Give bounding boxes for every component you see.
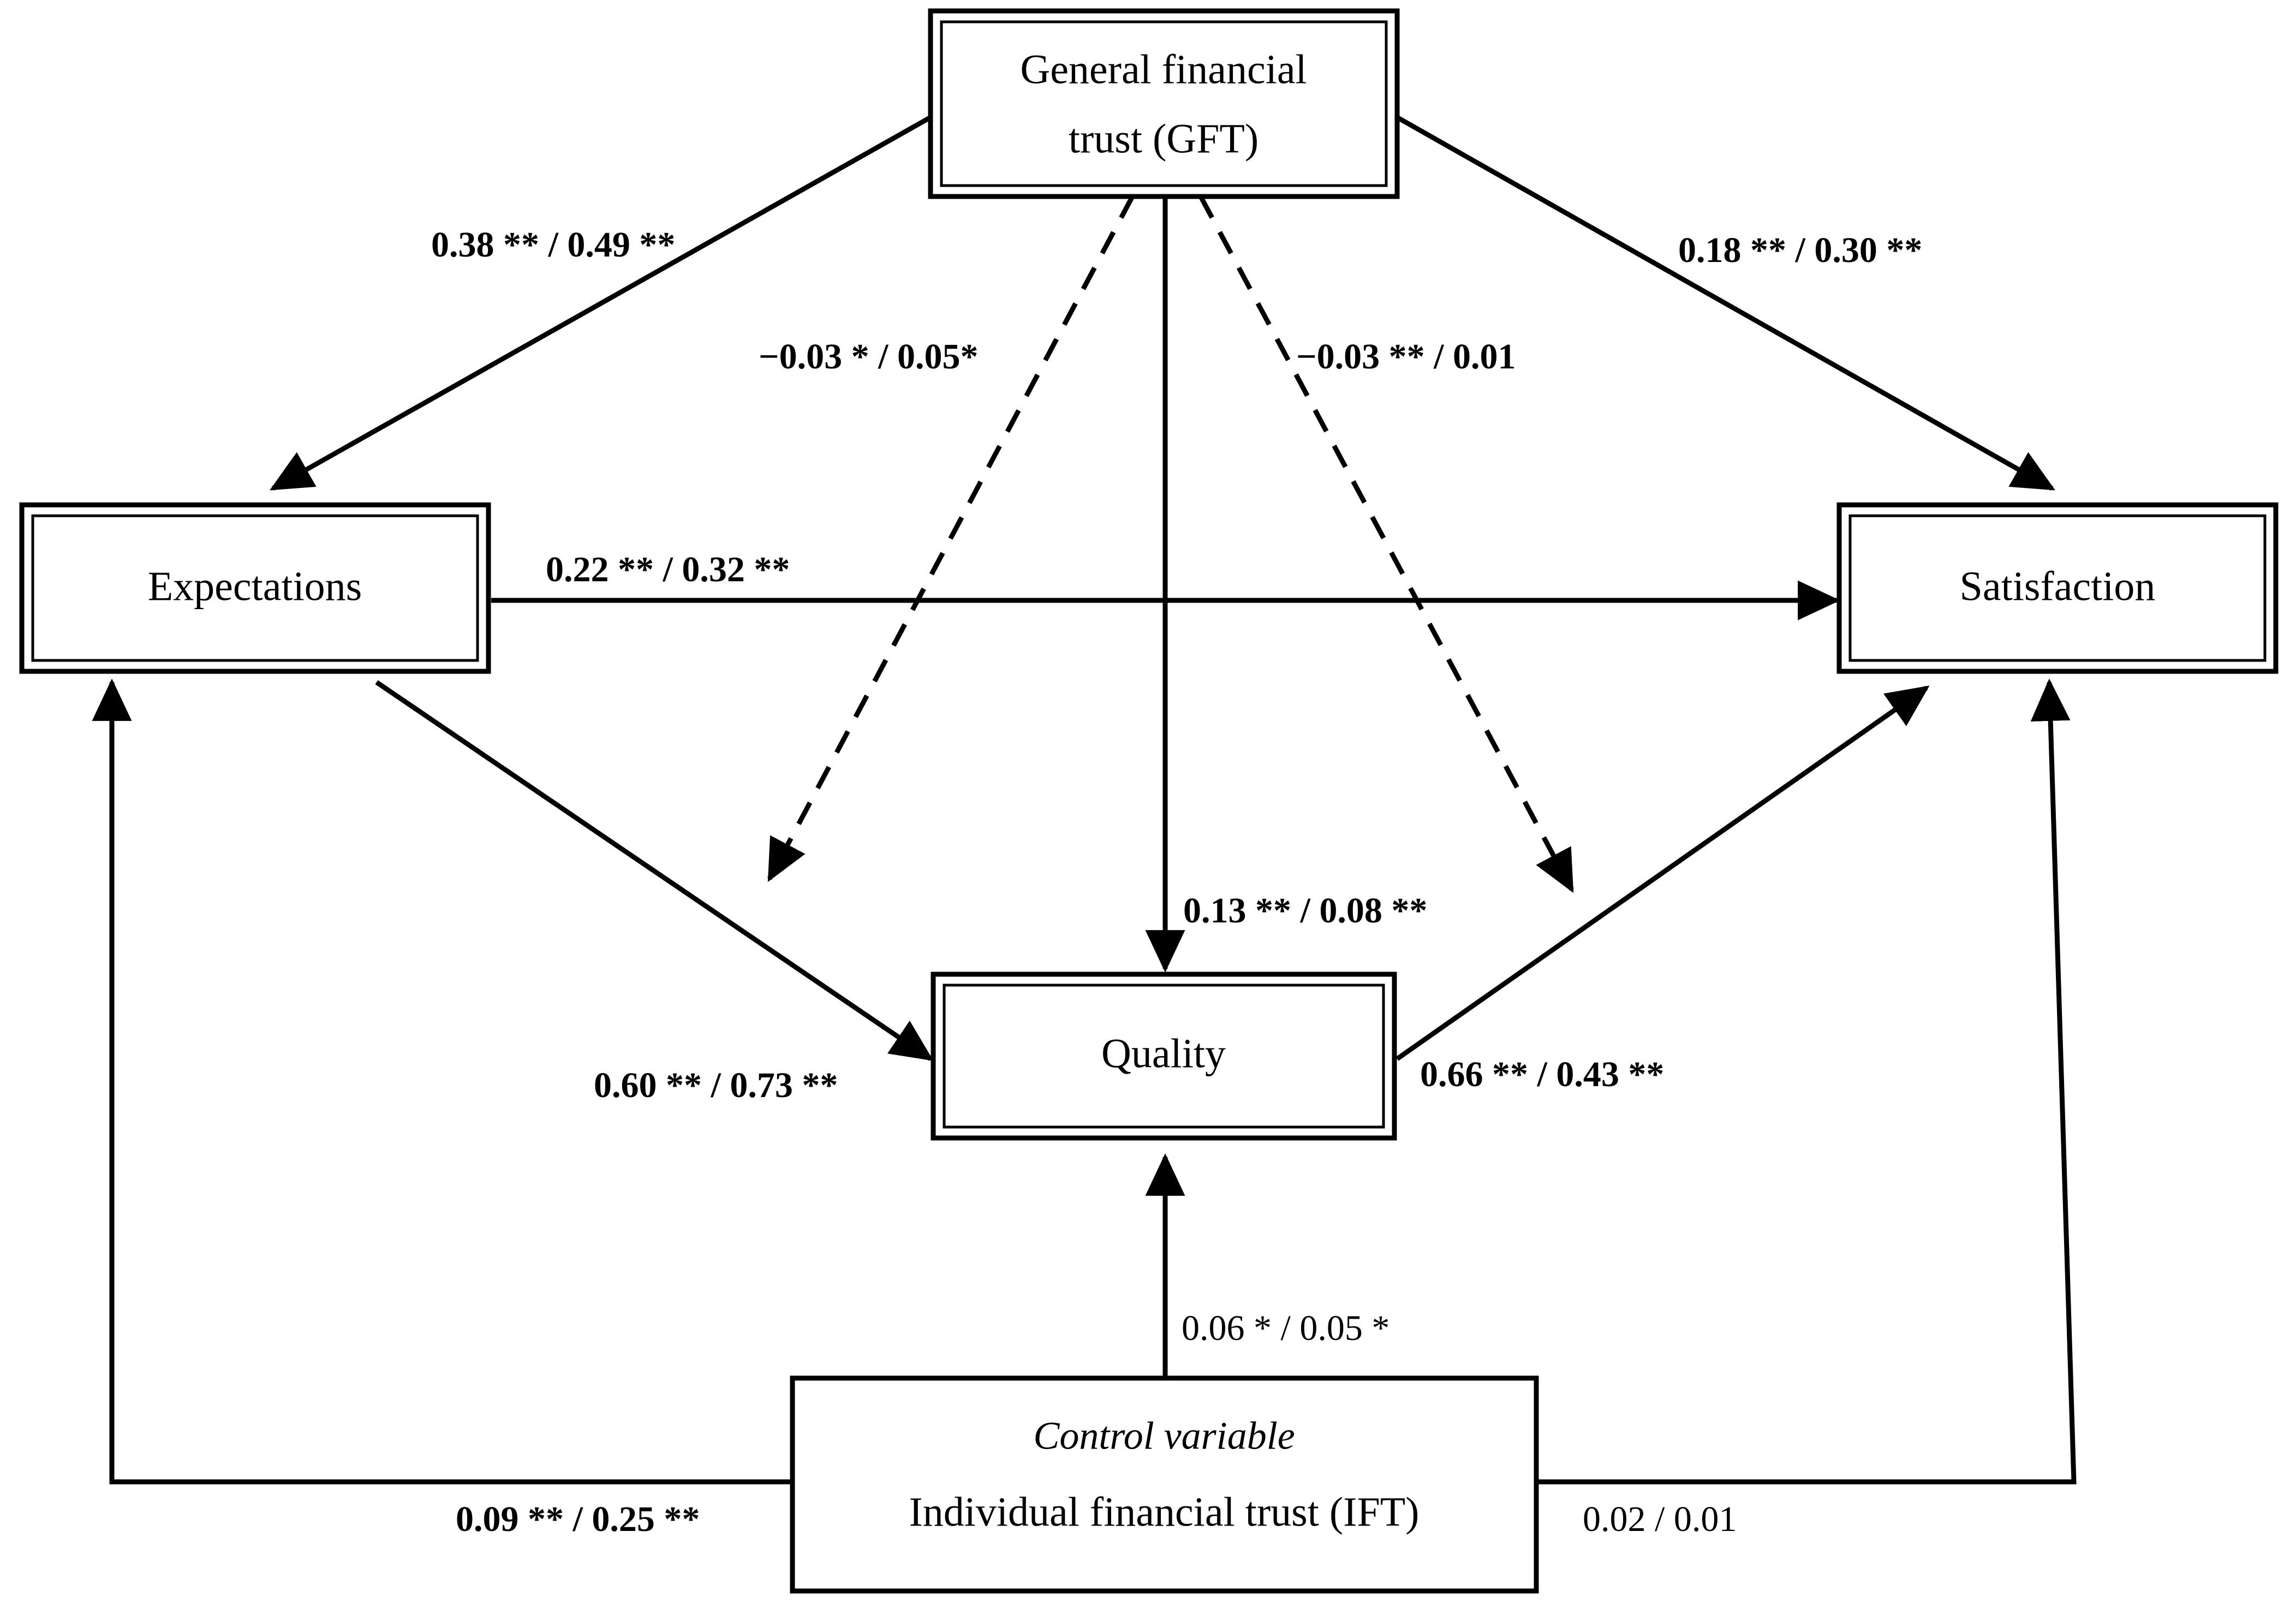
node-expectations-label: Expectations: [148, 563, 362, 609]
edge-gft-expectations: [270, 115, 932, 491]
edge-ift-satisfaction: [1536, 678, 2077, 1485]
edge-label-gft-expectations: 0.38 ** / 0.49 **: [431, 225, 675, 265]
edge-label-quality-satisfaction: 0.66 ** / 0.43 **: [1420, 1054, 1664, 1094]
edge-quality-satisfaction: [1396, 686, 1930, 1061]
edge-label-expectations-quality: 0.60 ** / 0.73 **: [594, 1065, 838, 1105]
node-general-financial-trust[interactable]: General financial trust (GFT): [928, 8, 1400, 199]
edge-label-gft-satisfaction: 0.18 ** / 0.30 **: [1678, 230, 1922, 270]
node-gft-label-line2: trust (GFT): [1069, 116, 1259, 162]
node-quality-label: Quality: [1101, 1030, 1226, 1076]
node-expectations[interactable]: Expectations: [19, 502, 491, 674]
edge-gft-moderation-right: [1198, 195, 1574, 893]
edge-ift-expectations: [92, 678, 794, 1485]
node-ift-label: Individual financial trust (IFT): [909, 1489, 1420, 1535]
edge-label-ift-satisfaction: 0.02 / 0.01: [1583, 1499, 1737, 1539]
edge-gft-moderation-left: [767, 195, 1135, 882]
edge-label-gft-moderation-left: −0.03 * / 0.05*: [759, 337, 978, 377]
edge-gft-satisfaction: [1396, 115, 2055, 491]
edge-expectations-quality: [375, 680, 934, 1061]
node-satisfaction-label: Satisfaction: [1960, 563, 2156, 609]
edge-label-ift-quality: 0.06 * / 0.05 *: [1182, 1308, 1389, 1348]
node-satisfaction[interactable]: Satisfaction: [1836, 502, 2279, 674]
edge-label-expectations-satisfaction: 0.22 ** / 0.32 **: [546, 550, 790, 589]
edge-label-gft-quality: 0.13 ** / 0.08 **: [1183, 891, 1427, 931]
node-quality[interactable]: Quality: [931, 972, 1397, 1141]
node-gft-label-line1: General financial: [1020, 46, 1307, 92]
node-individual-financial-trust[interactable]: Control variable Individual financial tr…: [790, 1375, 1539, 1594]
node-ift-control-variable-label: Control variable: [1033, 1414, 1295, 1458]
edge-label-gft-moderation-right: −0.03 ** / 0.01: [1296, 337, 1516, 377]
edge-label-ift-expectations: 0.09 ** / 0.25 **: [456, 1499, 700, 1539]
